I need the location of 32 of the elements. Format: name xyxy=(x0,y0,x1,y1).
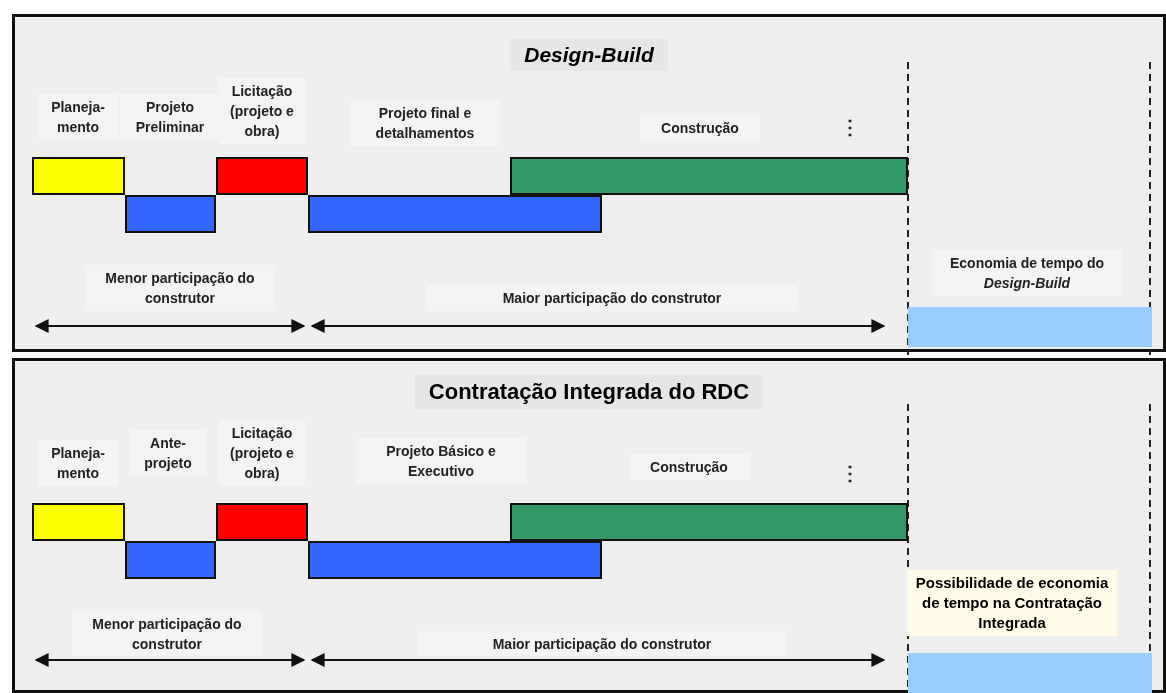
ellipsis-mark: ⋮ xyxy=(839,461,856,486)
design-bar xyxy=(308,195,602,233)
panel-title: Contratação Integrada do RDC xyxy=(414,375,764,409)
note-label: Possibilidade de economia de tempo na Contratação Integrada xyxy=(907,570,1117,636)
design-bar xyxy=(308,541,602,579)
phase-label: Licitação (projeto e obra) xyxy=(219,78,305,144)
range-label: Menor participação do construtor xyxy=(85,265,275,311)
time-saving-bar xyxy=(908,653,1152,693)
phase-label: Planeja- mento xyxy=(38,440,118,486)
range-label: Maior participação do construtor xyxy=(427,285,797,311)
time-saving-bar xyxy=(908,307,1152,347)
planning-bar xyxy=(32,503,125,541)
construction-bar xyxy=(510,503,908,541)
design-bar xyxy=(125,195,216,233)
ellipsis-mark: ⋮ xyxy=(839,115,856,140)
phase-label: Ante- projeto xyxy=(129,430,207,476)
panel-title: Design-Build xyxy=(510,39,668,71)
bidding-bar xyxy=(216,157,308,195)
phase-label: Projeto final e detalhamentos xyxy=(350,100,500,146)
construction-bar xyxy=(510,157,908,195)
phase-label: Economia de tempo do Design-Build xyxy=(932,250,1122,296)
phase-label: Construção xyxy=(629,454,749,480)
design-bar xyxy=(125,541,216,579)
phase-label: Licitação (projeto e obra) xyxy=(219,420,305,486)
phase-label: Projeto Básico e Executivo xyxy=(356,438,526,484)
planning-bar xyxy=(32,157,125,195)
phase-label: Planeja- mento xyxy=(38,94,118,140)
phase-label: Projeto Preliminar xyxy=(120,94,220,140)
phase-label: Construção xyxy=(640,115,760,141)
range-label: Maior participação do construtor xyxy=(417,631,787,657)
range-label: Menor participação do construtor xyxy=(72,611,262,657)
bidding-bar xyxy=(216,503,308,541)
